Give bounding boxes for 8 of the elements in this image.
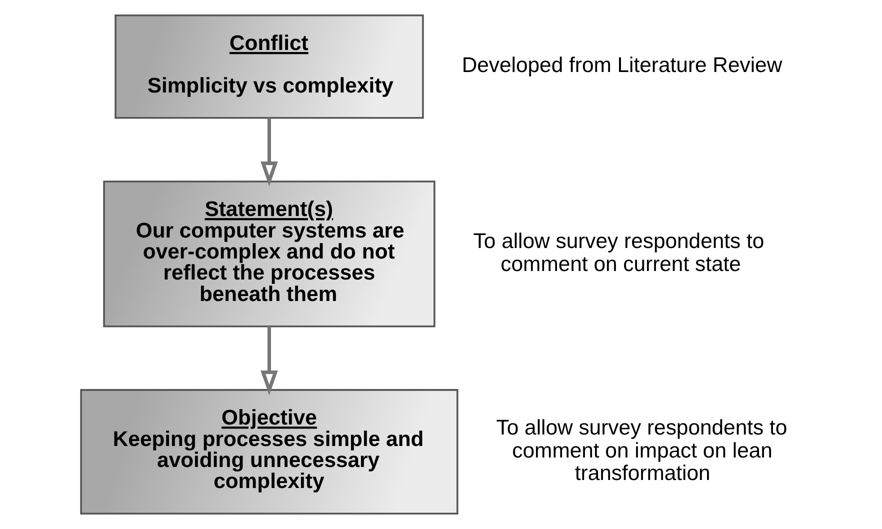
node-box: Conflict Simplicity vs complexity xyxy=(114,14,424,119)
arrow xyxy=(260,118,278,186)
node-box: Objective Keeping processes simple and avoiding unnecessary complexity xyxy=(80,389,458,514)
node-box: Statement(s) Our computer systems are over-complex and do not reflect the processes beneath them xyxy=(102,180,435,328)
node-label: To allow survey respondents to comment on current state xyxy=(472,230,764,276)
node-label: Developed from Literature Review xyxy=(461,54,782,78)
arrow xyxy=(260,326,278,396)
node-label: To allow survey respondents to comment on impact on lean transformation xyxy=(496,416,787,486)
